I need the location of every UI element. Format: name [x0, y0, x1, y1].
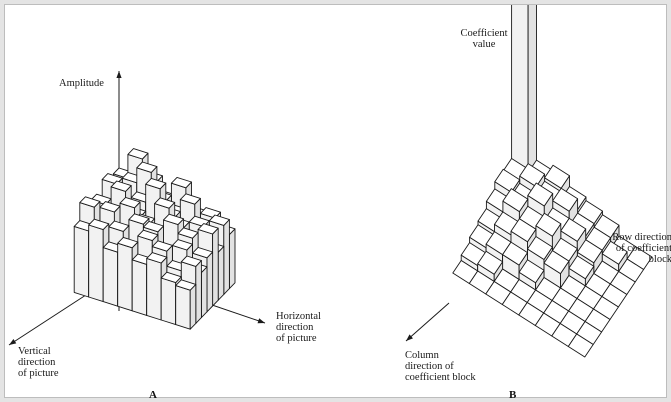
panel-a-amplitude-label: Amplitude: [59, 78, 104, 89]
coefficient-block: [568, 255, 595, 287]
coefficient-block: [518, 259, 545, 291]
panel-b-row-direction-label: Row direction of coefficient block: [612, 232, 671, 265]
panel-b-column-direction-label: Column direction of coefficient block: [405, 350, 476, 383]
panel-a-vertical-axis-label: Vertical direction of picture: [18, 346, 59, 379]
panel-b-letter: B: [509, 389, 517, 401]
figure-frame: Amplitude Horizontal direction of pictur…: [4, 4, 671, 401]
panel-b-coefficient-label: Coefficient value: [460, 28, 508, 50]
column-direction-axis-arrow: [405, 302, 450, 342]
coefficient-block: [567, 333, 594, 358]
coefficient-block: [543, 250, 570, 289]
panel-a-drawing: [8, 71, 266, 346]
panel-b-drawing: [405, 5, 653, 358]
figure-canvas: [8, 5, 653, 358]
vertical-direction-axis-arrow: [8, 292, 90, 346]
panel-a-letter: A: [149, 389, 157, 401]
panel-a-horizontal-axis-label: Horizontal direction of picture: [276, 311, 321, 344]
amplitude-block: [175, 279, 197, 330]
